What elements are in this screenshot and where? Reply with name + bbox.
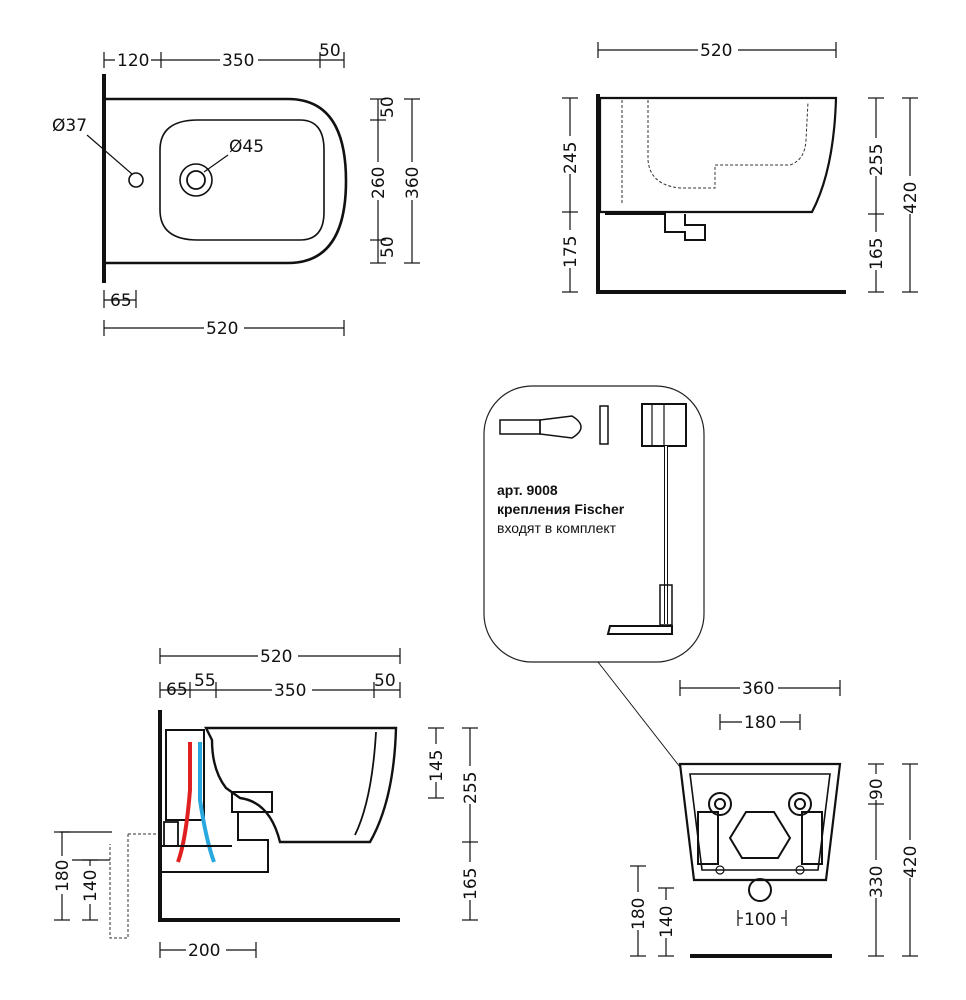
side-view: 520 245 175 255 165 420 xyxy=(560,40,921,294)
fixing-note: входят в комплект xyxy=(497,520,617,536)
dim-260: 260 xyxy=(369,167,389,199)
dim-100-back: 100 xyxy=(744,910,776,930)
dim-180-back: 180 xyxy=(744,713,776,733)
dim-420-side: 420 xyxy=(901,182,921,214)
dim-145-sec: 145 xyxy=(427,750,447,782)
dim-175: 175 xyxy=(561,236,581,268)
dim-50-sec: 50 xyxy=(374,671,396,691)
dim-520-side: 520 xyxy=(700,41,732,61)
trap-head xyxy=(231,791,273,813)
anchor-plug xyxy=(539,415,582,439)
bowl-outline xyxy=(159,119,325,241)
detail-bubble xyxy=(483,385,705,663)
dim-245: 245 xyxy=(561,142,581,174)
fixing-hole-left xyxy=(708,792,732,816)
dim-200-sec: 200 xyxy=(188,941,220,961)
dim-50a: 50 xyxy=(378,96,398,118)
fixing-hole-right xyxy=(788,792,812,816)
fixing-article: арт. 9008 xyxy=(497,482,558,498)
hidden-lines xyxy=(621,100,809,205)
dim-d45: Ø45 xyxy=(229,137,264,157)
cold-pipe xyxy=(198,742,216,863)
dim-360: 360 xyxy=(403,167,423,199)
dim-255-sec: 255 xyxy=(461,772,481,804)
back-view: 360 180 90 330 420 180 140 100 xyxy=(628,678,921,958)
dim-50-top: 50 xyxy=(319,41,341,61)
dim-350-sec: 350 xyxy=(274,681,306,701)
drain-back xyxy=(748,878,772,902)
bidet-outline-top xyxy=(106,97,348,265)
bidet-outline-side xyxy=(598,96,838,214)
dim-420-back: 420 xyxy=(901,846,921,878)
dim-120: 120 xyxy=(117,51,149,71)
fixing-title: крепления Fischer xyxy=(497,501,625,517)
leader-d45 xyxy=(203,154,229,173)
dim-255-side: 255 xyxy=(867,144,887,176)
dim-180-sec: 180 xyxy=(53,860,73,892)
tap-hole xyxy=(128,172,144,188)
top-view: Ø37 Ø45 120 350 50 50 260 360 50 65 520 xyxy=(52,41,423,339)
dim-180-back-v: 180 xyxy=(629,898,649,930)
dim-350: 350 xyxy=(222,51,254,71)
dim-65-top: 65 xyxy=(110,291,132,311)
bidet-back xyxy=(678,762,842,882)
section-view: 520 65 55 350 50 145 255 165 180 140 200 xyxy=(52,646,481,961)
side-trap xyxy=(605,213,706,241)
dim-360-back: 360 xyxy=(742,679,774,699)
dim-165-side: 165 xyxy=(867,238,887,270)
dim-50b: 50 xyxy=(378,236,398,258)
drain-inner xyxy=(186,170,206,190)
dim-55-sec: 55 xyxy=(194,671,216,691)
dim-520-sec: 520 xyxy=(260,647,292,667)
fixing-detail: арт. 9008 крепления Fischer входят в ком… xyxy=(483,385,713,809)
dim-90-back: 90 xyxy=(867,778,887,800)
dim-65-sec: 65 xyxy=(166,680,188,700)
dim-165-sec: 165 xyxy=(461,868,481,900)
hot-pipe xyxy=(176,742,192,863)
dim-520-top: 520 xyxy=(206,319,238,339)
trap-body xyxy=(159,812,269,873)
drain-outer xyxy=(179,163,213,197)
leader-d37 xyxy=(86,134,133,175)
dim-140-back: 140 xyxy=(657,906,677,938)
fixing-base xyxy=(606,625,673,635)
dim-330-back: 330 xyxy=(867,866,887,898)
bidet-section xyxy=(204,726,398,844)
dim-140-sec: 140 xyxy=(81,870,101,902)
dim-d37: Ø37 xyxy=(52,116,87,136)
